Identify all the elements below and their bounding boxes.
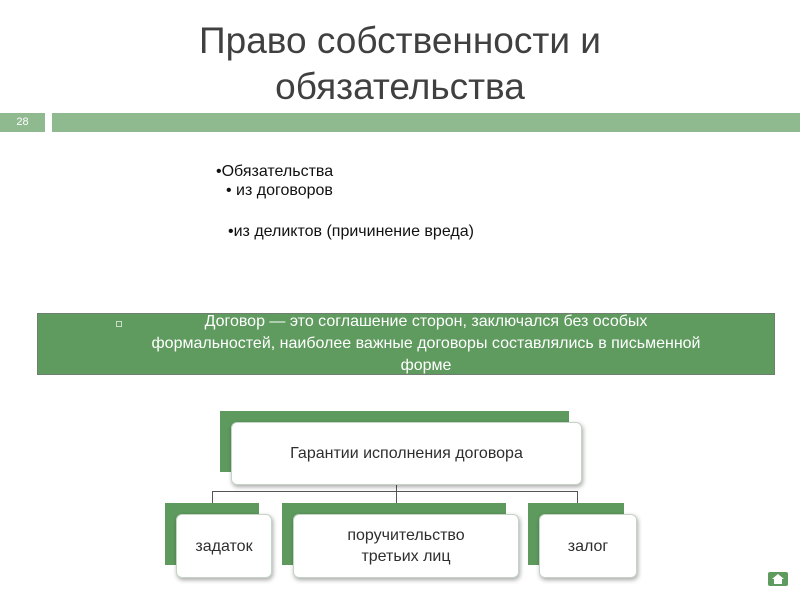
connector-horizontal [212,491,578,492]
child-node-pledge: залог [539,514,637,578]
definition-line2: формальностей, наиболее важные договоры … [151,335,701,352]
child-node-surety: поручительство третьих лиц [293,514,519,578]
definition-box: Договор — это соглашение сторон, заключа… [37,313,775,375]
bullet-obligations: •Обязательства [216,163,334,180]
connector-root-down [396,485,397,492]
slide-number: 28 [0,113,45,132]
definition-line1: Договор — это соглашение сторон, заключа… [204,313,648,330]
home-icon[interactable] [768,572,788,586]
definition-text: Договор — это соглашение сторон, заключа… [86,313,766,374]
slide-title: Право собственности и обязательства [100,18,700,110]
root-node: Гарантии исполнения договора [231,422,582,485]
slide-title-line2: обязательства [275,66,525,107]
bullet-from-delicts: •из деликтов (причинение вреда) [228,223,474,240]
definition-line3: форме [400,357,452,374]
connector-middle [396,491,397,503]
header-divider-bar [52,113,800,132]
bullet-from-contracts: • из договоров [226,182,333,199]
child-node-surety-line2: третьих лиц [361,548,451,565]
child-node-surety-line1: поручительство [347,527,465,544]
slide-title-line1: Право собственности и [199,20,601,61]
connector-right [577,491,578,503]
connector-left [212,491,213,503]
square-bullet-icon [116,321,122,327]
child-node-deposit: задаток [176,514,272,578]
